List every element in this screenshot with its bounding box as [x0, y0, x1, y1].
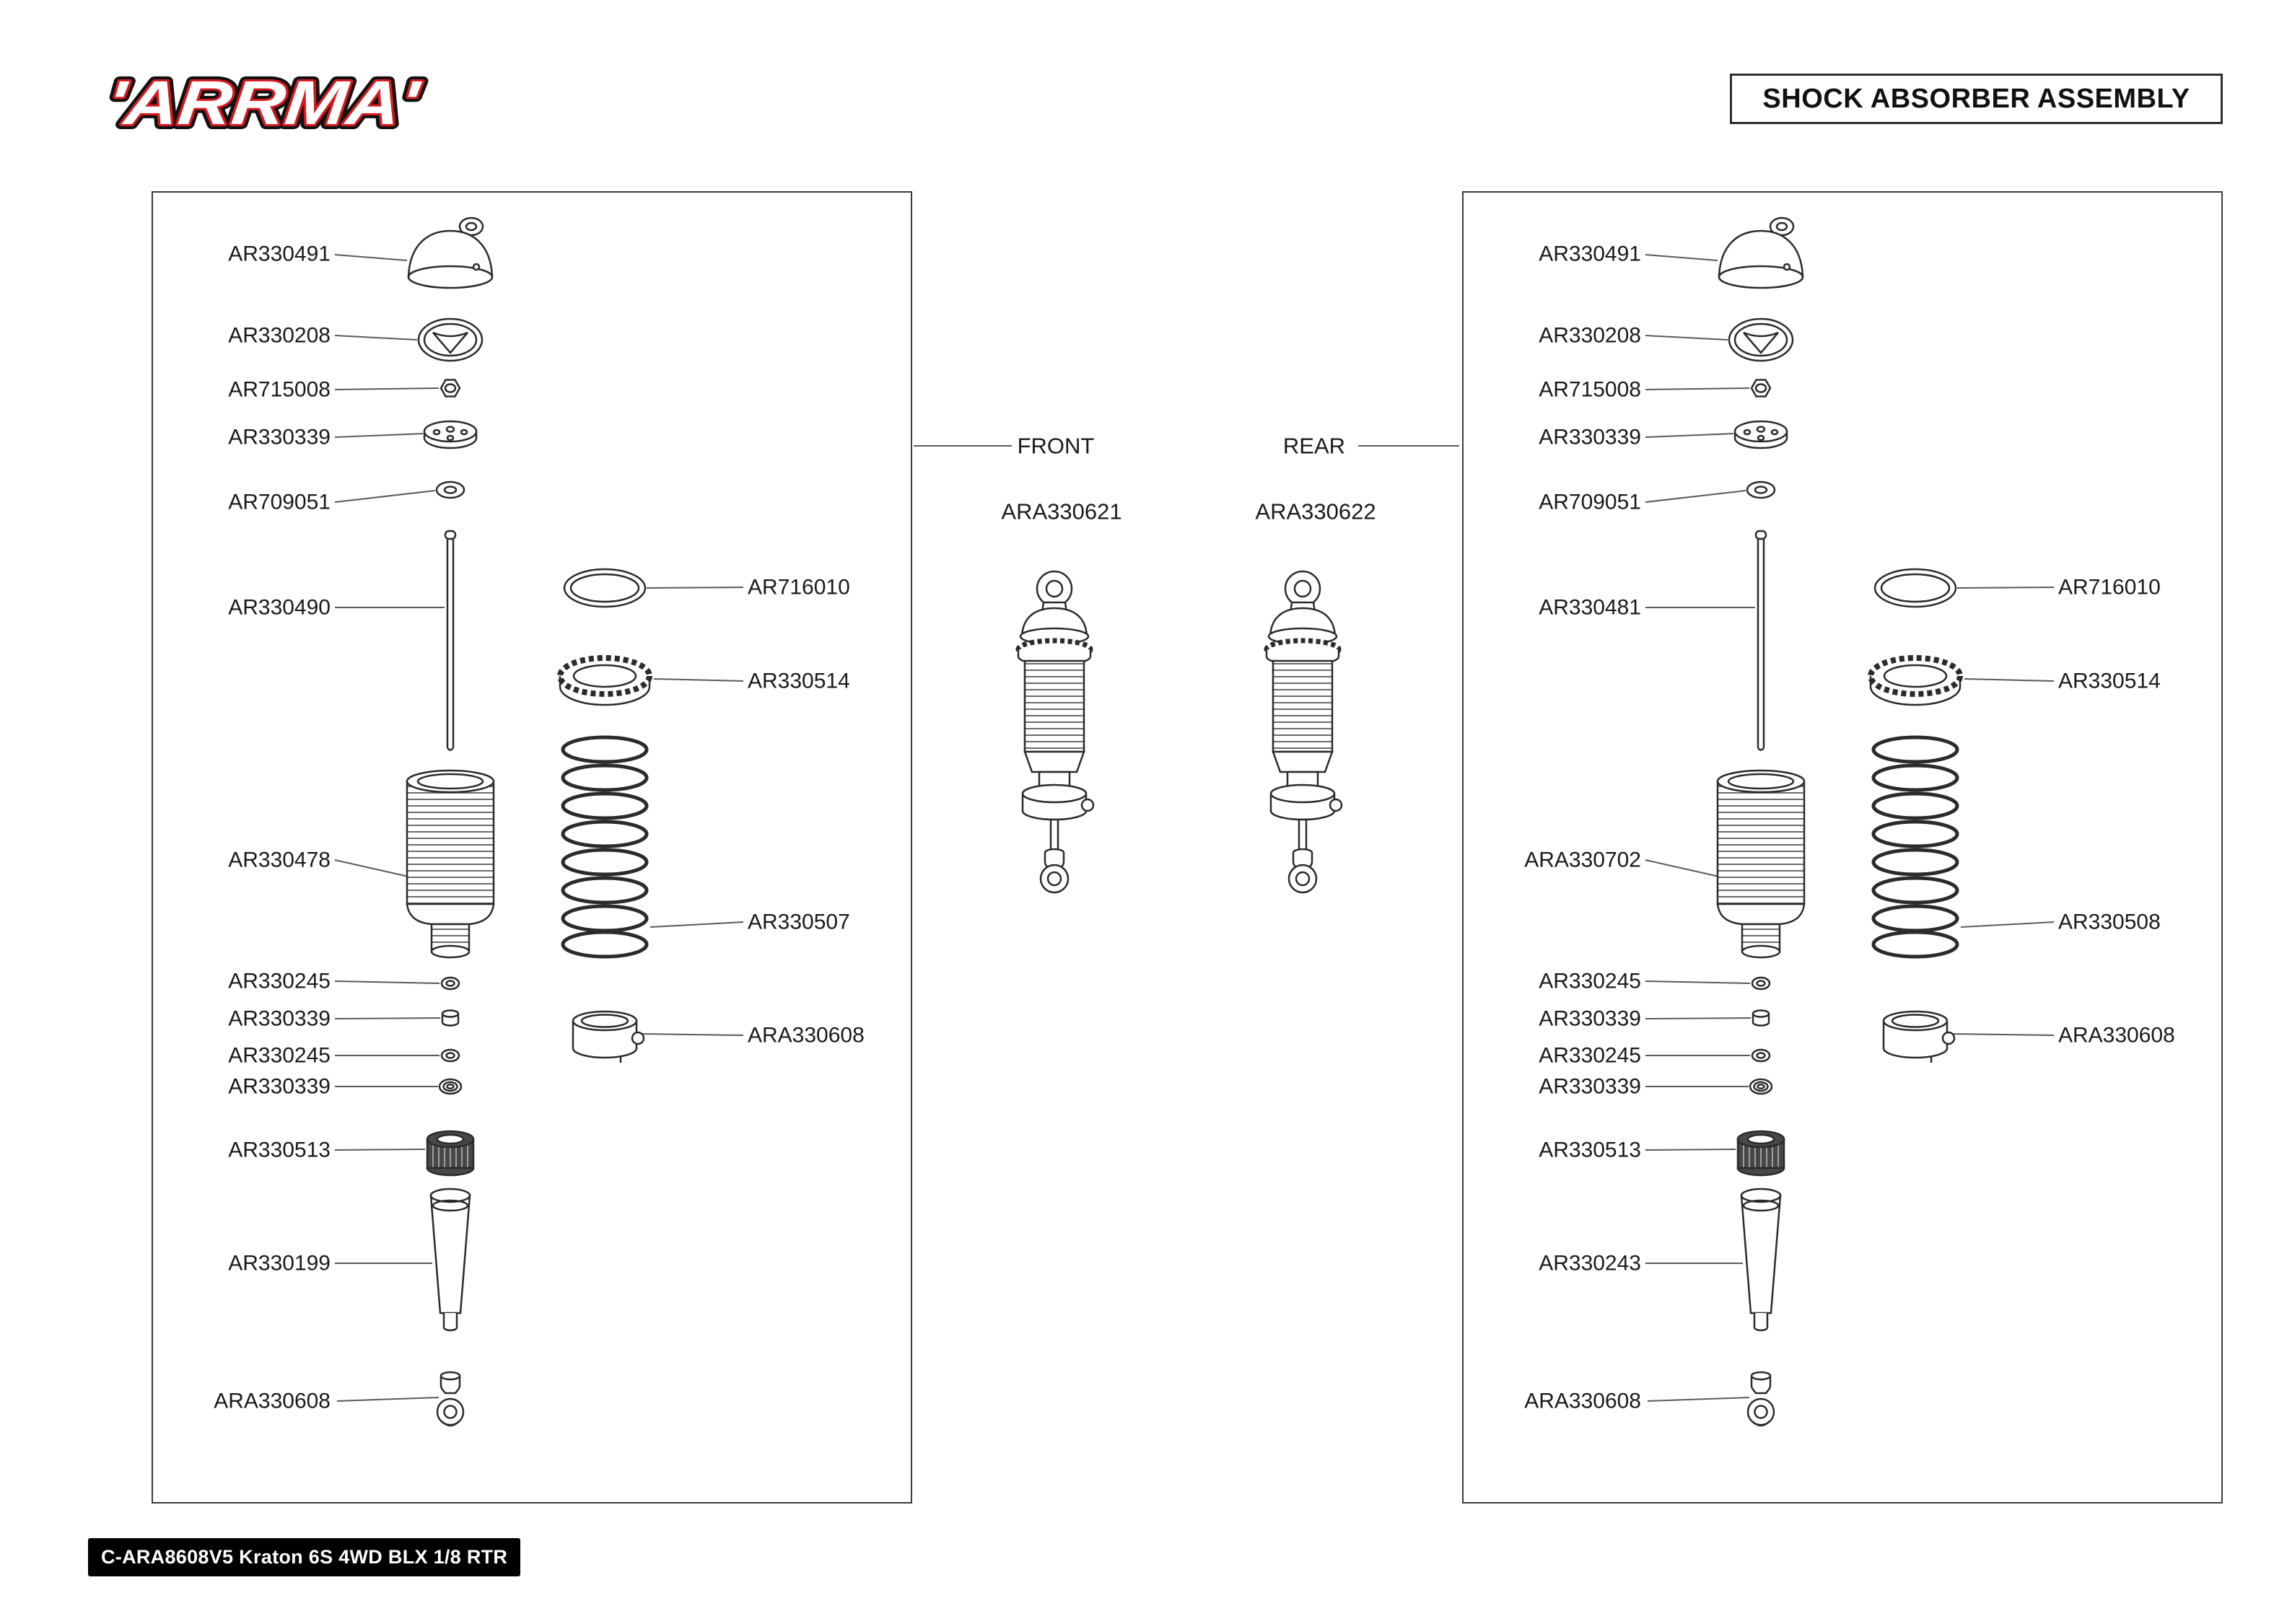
- label-rod-end: ARA330608: [214, 1390, 331, 1413]
- label-cap: AR330491: [1539, 242, 1641, 266]
- label-shaft: AR330481: [1539, 596, 1641, 620]
- arrma-logo-text: 'ARRMA': [104, 69, 424, 138]
- label-nut: AR715008: [1539, 378, 1641, 402]
- label-piston-washer: AR709051: [228, 491, 331, 514]
- rear-part-number: ARA330622: [1255, 499, 1376, 524]
- label-oring-small-1: AR330245: [228, 970, 331, 993]
- label-adjuster-ring: AR330514: [748, 670, 850, 693]
- label-lower-washer: AR330339: [228, 1075, 331, 1099]
- center-assembled-shocks: FRONT ARA330621 REAR ARA330622: [914, 434, 1459, 1342]
- front-exploded-panel: AR330491 AR330208 AR715008 AR330339 AR70…: [152, 191, 912, 1504]
- label-membrane: AR330208: [228, 324, 331, 348]
- label-boot: AR330243: [1539, 1252, 1641, 1276]
- rear-label: REAR: [1283, 434, 1345, 459]
- label-spacer: AR330339: [228, 1007, 331, 1031]
- label-body: ARA330702: [1524, 848, 1641, 872]
- page-title: SHOCK ABSORBER ASSEMBLY: [1762, 83, 2190, 114]
- rear-panel-labels: AR330491 AR330208 AR715008 AR330339 AR70…: [1524, 242, 2175, 1413]
- label-bottom-cap: AR330513: [1539, 1138, 1641, 1162]
- front-label: FRONT: [1018, 434, 1095, 459]
- label-boot: AR330199: [228, 1252, 331, 1276]
- label-membrane: AR330208: [1539, 324, 1641, 348]
- exploded-parts-front: [335, 218, 743, 1426]
- label-spring: AR330507: [748, 910, 850, 934]
- label-piston-washer: AR709051: [1539, 491, 1641, 514]
- label-oring-large: AR716010: [2058, 576, 2161, 600]
- label-oring-small-2: AR330245: [228, 1044, 331, 1068]
- label-spring-retainer: ARA330608: [748, 1024, 865, 1048]
- arrma-logo: 'ARRMA' 'ARRMA': [99, 63, 429, 143]
- label-oring-small-2: AR330245: [1539, 1044, 1641, 1068]
- label-spring: AR330508: [2058, 910, 2161, 934]
- label-adjuster-ring: AR330514: [2058, 670, 2161, 693]
- front-shock-drawing: [1018, 571, 1093, 892]
- label-oring-large: AR716010: [748, 576, 850, 600]
- label-bottom-cap: AR330513: [228, 1138, 331, 1162]
- kit-id-badge: C-ARA8608V5 Kraton 6S 4WD BLX 1/8 RTR: [88, 1538, 521, 1576]
- label-spacer: AR330339: [1539, 1007, 1641, 1031]
- kit-id-text: C-ARA8608V5 Kraton 6S 4WD BLX 1/8 RTR: [101, 1546, 508, 1568]
- arrma-logo-outline: 'ARRMA': [104, 69, 424, 138]
- label-piston: AR330339: [1539, 426, 1641, 449]
- label-cap: AR330491: [228, 242, 331, 266]
- front-panel-labels: AR330491 AR330208 AR715008 AR330339 AR70…: [214, 242, 865, 1413]
- label-lower-washer: AR330339: [1539, 1075, 1641, 1099]
- label-rod-end: ARA330608: [1524, 1390, 1641, 1413]
- label-shaft: AR330490: [228, 596, 331, 620]
- front-part-number: ARA330621: [1001, 499, 1121, 524]
- label-body: AR330478: [228, 848, 331, 872]
- rear-shock-drawing: [1267, 571, 1342, 892]
- label-oring-small-1: AR330245: [1539, 970, 1641, 993]
- label-spring-retainer: ARA330608: [2058, 1024, 2175, 1048]
- exploded-parts-rear: [1645, 218, 2054, 1426]
- rear-exploded-panel: AR330491 AR330208 AR715008 AR330339 AR70…: [1462, 191, 2223, 1504]
- label-piston: AR330339: [228, 426, 331, 449]
- label-nut: AR715008: [228, 378, 331, 402]
- page-title-box: SHOCK ABSORBER ASSEMBLY: [1730, 74, 2223, 124]
